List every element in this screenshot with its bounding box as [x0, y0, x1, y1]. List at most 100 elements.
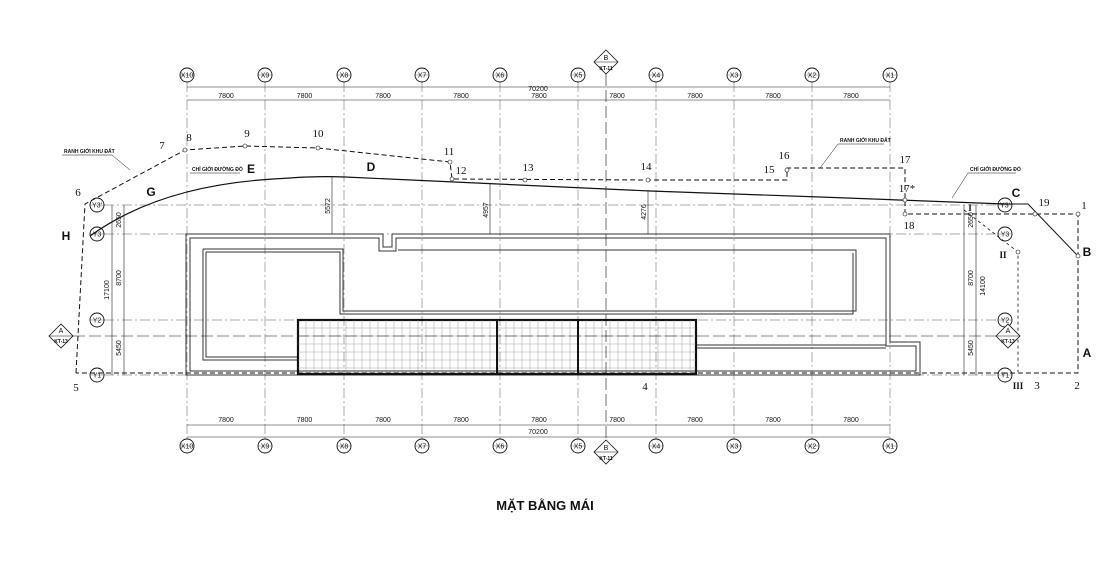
y-axis-left-bubble: Y3 — [89, 226, 105, 242]
bottom-span-label: 7800 — [297, 417, 313, 424]
y-axis-right-bubble: Y3 — [997, 226, 1013, 242]
x-axis-top-bubble: X10 — [179, 67, 195, 83]
survey-point — [645, 177, 651, 183]
y-axis-right-bubble: Y2 — [997, 312, 1013, 328]
top-span-label: 7800 — [297, 93, 313, 100]
x-axis-bottom-bubble: X3 — [726, 438, 742, 454]
left-dim-top: 2650 — [116, 212, 123, 228]
x-axis-top-label: X4 — [652, 73, 661, 80]
bottom-span-label: 7800 — [531, 417, 547, 424]
bottom-span-label: 7800 — [687, 417, 703, 424]
x-axis-bottom-bubble: X9 — [257, 438, 273, 454]
survey-point — [182, 147, 188, 153]
boundary-point-label: 18 — [904, 220, 916, 232]
road-note-left: CHỈ GIỚI ĐƯỜNG ĐỎ — [192, 165, 243, 173]
x-axis-top-label: X8 — [340, 73, 349, 80]
survey-point — [1075, 253, 1081, 259]
x-axis-top-bubble: X7 — [414, 67, 430, 83]
roman-point-label: II — [999, 250, 1007, 260]
section-b-ref-top: KT-11 — [599, 66, 613, 72]
left-dim-mid: 8700 — [116, 270, 123, 286]
x-axis-bottom-bubble: X7 — [414, 438, 430, 454]
y-axis-right-bubble: Y1 — [997, 367, 1013, 383]
road-point-label: G — [146, 185, 155, 199]
roman-point-label: III — [1013, 381, 1024, 391]
section-a-ref-left: KT-13 — [54, 339, 68, 345]
boundary-point-label: 19 — [1039, 197, 1051, 209]
overall-dim-bottom: 70200 — [528, 429, 548, 436]
bottom-span-label: 7800 — [218, 417, 234, 424]
x-axis-bottom-bubble: X2 — [804, 438, 820, 454]
x-axis-top-label: X10 — [181, 73, 194, 80]
boundary-point-label: 17* — [899, 183, 916, 195]
boundary-point-label: 5 — [73, 382, 79, 394]
x-axis-top-label: X6 — [496, 73, 505, 80]
x-axis-top-bubble: X5 — [570, 67, 586, 83]
x-axis-top-label: X9 — [261, 73, 270, 80]
bottom-span-label: 7800 — [375, 417, 391, 424]
survey-point — [242, 143, 248, 149]
y-axis-left-label: Y2 — [93, 318, 102, 325]
x-axis-top-bubble: X1 — [882, 67, 898, 83]
overall-dim-top: 70200 — [528, 86, 548, 93]
note-leader-right-tick — [819, 143, 839, 169]
survey-point — [902, 197, 908, 203]
y-axis-right-label: Y1 — [1001, 373, 1010, 380]
road-point-label: B — [1083, 245, 1092, 259]
section-b-label-top: B — [604, 55, 609, 62]
y-axis-right-bubble: Y3' — [997, 197, 1013, 213]
boundary-point-label: 17 — [900, 154, 912, 166]
x-axis-bottom-label: X6 — [496, 444, 505, 451]
boundary-point-label: 2 — [1074, 380, 1080, 392]
x-axis-bottom-label: X2 — [808, 444, 817, 451]
x-axis-bottom-label: X4 — [652, 444, 661, 451]
boundary-point-label: 3 — [1034, 380, 1040, 392]
bottom-dimension-chain — [187, 424, 890, 438]
boundary-point-label: 13 — [523, 162, 535, 174]
road-point-label: C — [1012, 186, 1021, 200]
top-span-label: 7800 — [218, 93, 234, 100]
boundary-point-label: 14 — [641, 161, 653, 173]
boundary-note-left: RANH GIỚI KHU ĐẤT — [64, 147, 115, 155]
section-marker-a-left: A KT-13 — [48, 323, 74, 349]
x-axis-top-bubble: X4 — [648, 67, 664, 83]
x-axis-bottom-label: X9 — [261, 444, 270, 451]
right-dim-top: 2650 — [968, 212, 975, 228]
setback-dim-3: 4276 — [641, 204, 648, 220]
road-point-label: H — [62, 229, 71, 243]
boundary-point-label: 15 — [764, 164, 776, 176]
x-axis-bottom-bubble: X4 — [648, 438, 664, 454]
boundary-point-label: 1 — [1081, 200, 1087, 212]
top-span-label: 7800 — [531, 93, 547, 100]
x-axis-top-bubble: X6 — [492, 67, 508, 83]
y-axis-right-label: Y3 — [1001, 232, 1010, 239]
right-dim-total: 14100 — [980, 276, 987, 296]
x-axis-bottom-label: X10 — [181, 444, 194, 451]
section-a-label-right: A — [1006, 328, 1011, 335]
x-axis-top-bubble: X2 — [804, 67, 820, 83]
survey-point — [1032, 211, 1038, 217]
left-vertical-dims — [111, 205, 125, 375]
road-point-label: A — [1083, 346, 1092, 360]
y-axis-left-label: Y1 — [93, 373, 102, 380]
x-axis-top-label: X7 — [418, 73, 427, 80]
x-axis-bottom-label: X3 — [730, 444, 739, 451]
boundary-point-label: 6 — [75, 187, 81, 199]
section-marker-a-right: A KT-13 — [995, 323, 1021, 349]
section-a-ref-right: KT-13 — [1001, 339, 1015, 345]
boundary-point-label: 16 — [779, 150, 791, 162]
bottom-span-label: 7800 — [843, 417, 859, 424]
section-a-label-left: A — [59, 328, 64, 335]
road-note-right-tick — [951, 172, 969, 199]
top-dimension-chain — [187, 86, 890, 101]
x-axis-top-label: X3 — [730, 73, 739, 80]
y-axis-left-bubble: Y3' — [89, 197, 105, 213]
survey-point — [449, 176, 455, 182]
top-span-label: 7800 — [375, 93, 391, 100]
boundary-point-label: 8 — [186, 132, 192, 144]
section-marker-b-bottom: B KT-11 — [593, 439, 619, 465]
